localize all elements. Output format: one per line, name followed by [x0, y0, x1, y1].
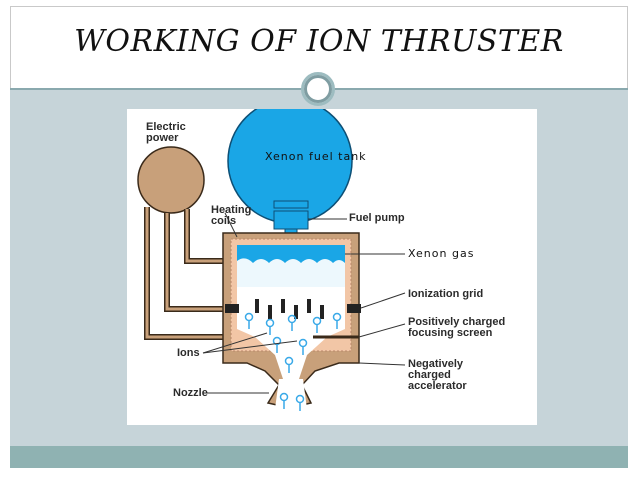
ion-thruster-diagram: Electric power Xenon fuel tank Heating c… [127, 109, 537, 425]
ionization-grid-right [347, 304, 361, 313]
grid-bar [320, 305, 324, 319]
slide-title: WORKING OF ION THRUSTER [74, 24, 564, 59]
label-focusing-screen: Positively charged focusing screen [408, 316, 506, 339]
label-electric-power: Electric power [146, 121, 186, 144]
label-xenon-gas: Xenon gas [408, 247, 475, 260]
ionization-grid-left [225, 304, 239, 313]
grid-bar [307, 299, 311, 313]
tank-valve [273, 200, 309, 209]
xenon-gas-cloud [237, 258, 345, 299]
ion-particles [244, 312, 342, 411]
footer-strip [10, 446, 628, 468]
fuel-pump [273, 210, 309, 230]
label-nozzle: Nozzle [173, 387, 208, 399]
label-heating-coils: Heating coils [211, 204, 252, 227]
grid-bar [268, 305, 272, 319]
grid-bar [294, 305, 298, 319]
electric-power-source [137, 146, 205, 214]
label-fuel-pump: Fuel pump [349, 212, 405, 224]
label-accelerator: Negatively charged accelerator [408, 358, 467, 392]
diagram-graphic [137, 109, 406, 411]
label-ions: Ions [177, 347, 200, 359]
leader-lines [202, 212, 406, 394]
grid-bar [281, 299, 285, 313]
ion-chamber [237, 287, 345, 379]
label-ionization-grid: Ionization grid [408, 288, 484, 300]
nozzle-throat [275, 379, 307, 409]
label-xenon-fuel-tank: Xenon fuel tank [265, 150, 367, 163]
grid-bar [255, 299, 259, 313]
divider-ring-inner [304, 75, 332, 103]
